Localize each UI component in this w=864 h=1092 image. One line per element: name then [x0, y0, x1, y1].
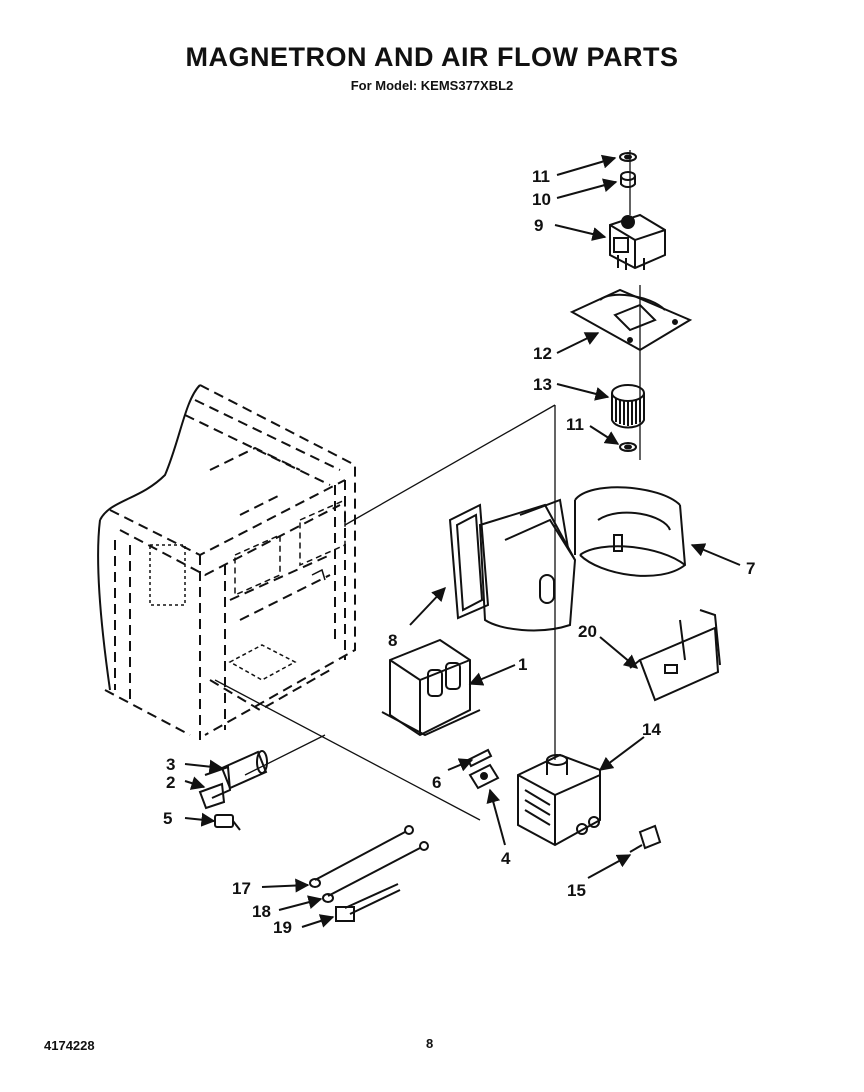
- bracket-part-20: [629, 609, 721, 702]
- callout-6: 6: [432, 773, 441, 792]
- callout-15: 15: [567, 881, 586, 900]
- callout-8: 8: [388, 631, 397, 650]
- assembly-leader-lines: [214, 150, 641, 821]
- fan-motor-part-9: [609, 213, 666, 270]
- capacitor-part-3: [204, 750, 268, 799]
- transformer-part-1: [381, 638, 481, 737]
- callout-labels: 11 10 9 12 13 11 7 8 20 1 14 3 2 6 5 4 1…: [163, 167, 755, 937]
- wire-lead-part-18: [322, 841, 429, 903]
- washer-part-11-top: [619, 152, 637, 162]
- callout-12: 12: [533, 344, 552, 363]
- motor-plate-part-12: [569, 288, 693, 352]
- callout-20: 20: [578, 622, 597, 641]
- document-number: 4174228: [44, 1038, 95, 1053]
- callout-5: 5: [163, 809, 172, 828]
- callout-10: 10: [532, 190, 551, 209]
- capacitor-bracket-part-2: [198, 782, 226, 810]
- fuse-holder-part-4: [468, 763, 500, 790]
- page-title: MAGNETRON AND AIR FLOW PARTS: [185, 42, 679, 72]
- callout-7: 7: [746, 559, 755, 578]
- model-subtitle: For Model: KEMS377XBL2: [350, 78, 514, 93]
- callout-1: 1: [518, 655, 527, 674]
- diode-part-5: [214, 814, 241, 831]
- fan-blade-part-13: [611, 384, 645, 429]
- callout-18: 18: [252, 902, 271, 921]
- wire-harness-part-17: [309, 825, 414, 888]
- callout-17: 17: [232, 879, 251, 898]
- thermal-cutoff-part-15: [629, 824, 662, 853]
- connector-part-19: [335, 883, 401, 922]
- callout-11-bottom: 11: [566, 415, 584, 434]
- magnetron-part-14: [517, 753, 601, 847]
- callout-2: 2: [166, 773, 175, 792]
- callout-4: 4: [501, 849, 511, 868]
- cabinet-outline: [97, 384, 356, 740]
- callout-11-top: 11: [532, 167, 550, 186]
- air-duct-part-7: [574, 486, 687, 577]
- callout-13: 13: [533, 375, 552, 394]
- callout-9: 9: [534, 216, 543, 235]
- bushing-part-10: [620, 171, 636, 188]
- callout-3: 3: [166, 755, 175, 774]
- page-number: 8: [426, 1036, 434, 1051]
- callout-arrows: [184, 154, 741, 928]
- air-guide-part-8: [448, 498, 577, 632]
- fuse-part-6: [466, 748, 493, 768]
- callout-14: 14: [642, 720, 661, 739]
- callout-19: 19: [273, 918, 292, 937]
- washer-part-11-bottom: [619, 442, 637, 452]
